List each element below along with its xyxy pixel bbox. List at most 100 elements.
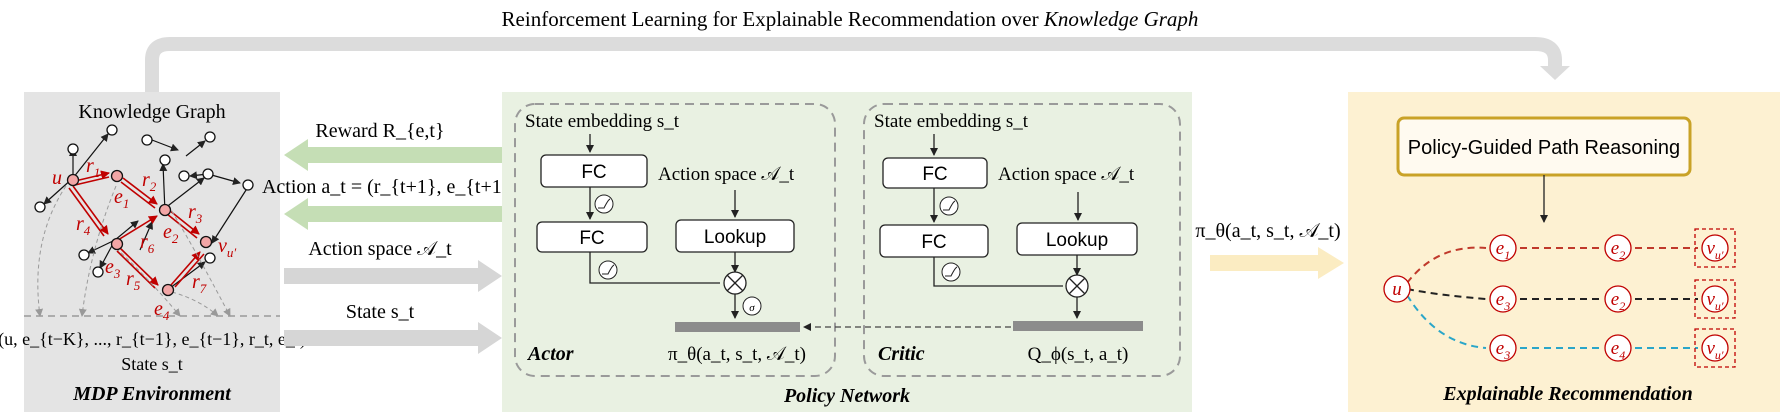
actor-lookup-label: Lookup bbox=[704, 227, 766, 248]
actor-box bbox=[514, 103, 836, 377]
critic-action-space: Action space 𝒜_t bbox=[998, 164, 1135, 185]
critic-lookup-label: Lookup bbox=[1046, 230, 1108, 251]
actor-fc1 bbox=[540, 154, 648, 188]
svg-text:e2: e2 bbox=[163, 221, 179, 246]
rec-node-a-label-1: e3 bbox=[1496, 289, 1510, 313]
svg-text:r4: r4 bbox=[76, 213, 91, 238]
kg-node-e4 bbox=[161, 283, 175, 297]
mdp-state-label: State s_t bbox=[121, 354, 183, 374]
critic-fc1-label: FC bbox=[922, 164, 947, 185]
critic-output-bar bbox=[1013, 321, 1143, 331]
rec-target-box-0 bbox=[1694, 228, 1736, 268]
rec-user-node bbox=[1383, 275, 1411, 303]
svg-text:e1: e1 bbox=[114, 186, 129, 211]
kg-reasoning-path bbox=[68, 170, 205, 289]
critic-multiply-icon bbox=[1065, 274, 1089, 298]
actor-fc2 bbox=[536, 221, 648, 253]
svg-text:r6: r6 bbox=[140, 231, 155, 256]
top-feedback-arrowhead bbox=[1540, 66, 1570, 80]
rec-target-node-1 bbox=[1701, 285, 1729, 313]
kg-title: Knowledge Graph bbox=[78, 101, 225, 123]
policy-output-label: π_θ(a_t, s_t, 𝒜_t) bbox=[1195, 220, 1340, 242]
kg-state-projections bbox=[35, 185, 231, 317]
policy-output-arrow bbox=[1210, 247, 1344, 279]
actor-fc2-label: FC bbox=[579, 228, 604, 249]
state-label: State s_t bbox=[346, 301, 415, 323]
rec-target-label-1: vu′ bbox=[1706, 289, 1723, 313]
actor-label: Actor bbox=[526, 343, 574, 365]
rec-edge-u-2 bbox=[1406, 294, 1487, 349]
rec-node-a-label-2: e3 bbox=[1496, 338, 1510, 362]
rec-edge-u-1 bbox=[1406, 288, 1487, 300]
rec-node-b-label-0: e2 bbox=[1611, 238, 1625, 262]
kg-node-e2 bbox=[158, 203, 172, 217]
top-feedback-arrow bbox=[145, 37, 1562, 92]
critic-output: Q_ϕ(s_t, a_t) bbox=[1028, 344, 1129, 365]
critic-box bbox=[863, 103, 1181, 377]
rec-target-box-2 bbox=[1694, 328, 1736, 368]
critic-state-embedding: State embedding s_t bbox=[874, 111, 1029, 132]
rec-target-label-2: vu′ bbox=[1706, 338, 1723, 362]
rec-caption: Explainable Recommendation bbox=[1442, 383, 1692, 405]
rec-target-node-0 bbox=[1701, 234, 1729, 262]
actor-fc1-label: FC bbox=[581, 162, 606, 183]
svg-text:r2: r2 bbox=[142, 169, 157, 194]
kg-labels: u e1 e2 e3 e4 vu′ r1 r2 r3 r4 r5 r6 r7 bbox=[52, 155, 236, 323]
actor-output-bar bbox=[675, 322, 800, 332]
rec-node-a-0 bbox=[1489, 234, 1517, 262]
mdp-caption: MDP Environment bbox=[72, 383, 232, 405]
rec-target-node-2 bbox=[1701, 334, 1729, 362]
svg-text:e3: e3 bbox=[105, 256, 121, 281]
actor-multiply-icon bbox=[723, 271, 747, 295]
action-space-label: Action space 𝒜_t bbox=[308, 238, 452, 260]
action-label: Action a_t = (r_{t+1}, e_{t+1}) bbox=[262, 176, 518, 198]
actor-action-space: Action space 𝒜_t bbox=[658, 164, 795, 185]
rec-user-label: u bbox=[1392, 279, 1402, 300]
rec-node-b-label-1: e2 bbox=[1611, 289, 1625, 313]
svg-text:u: u bbox=[52, 167, 62, 189]
svg-text:r1: r1 bbox=[86, 155, 100, 180]
actor-relu1-icon bbox=[594, 194, 614, 214]
kg-node-u bbox=[66, 173, 80, 187]
mdp-panel bbox=[24, 92, 280, 412]
policy-caption: Policy Network bbox=[783, 385, 910, 407]
rec-node-b-1 bbox=[1604, 285, 1632, 313]
mdp-state-tuple: (u, e_{t−K}, ..., r_{t−1}, e_{t−1}, r_t,… bbox=[0, 329, 306, 350]
actor-state-embedding: State embedding s_t bbox=[525, 111, 680, 132]
action-arrow bbox=[284, 198, 502, 230]
svg-text:vu′: vu′ bbox=[218, 235, 236, 260]
reward-label: Reward R_{e,t} bbox=[315, 120, 444, 142]
state-arrow bbox=[284, 322, 502, 354]
kg-node-e1 bbox=[110, 169, 124, 183]
actor-softmax-icon bbox=[742, 296, 762, 316]
actor-output: π_θ(a_t, s_t, 𝒜_t) bbox=[668, 344, 806, 365]
rec-target-box-1 bbox=[1694, 279, 1736, 319]
reward-arrow bbox=[284, 139, 502, 171]
kg-node-e3 bbox=[110, 237, 124, 251]
svg-text:r7: r7 bbox=[192, 271, 207, 296]
critic-fc1 bbox=[882, 157, 988, 189]
svg-text:σ: σ bbox=[749, 302, 755, 314]
rec-node-a-2 bbox=[1489, 334, 1517, 362]
diagram-title: Reinforcement Learning for Explainable R… bbox=[502, 7, 1199, 31]
rec-node-a-label-0: e1 bbox=[1496, 238, 1510, 262]
kg-nodes bbox=[34, 124, 254, 297]
rec-node-b-label-2: e4 bbox=[1611, 338, 1625, 362]
kg-node-v bbox=[199, 235, 213, 249]
rec-paths: e1 e2 vu′ e3 e2 vu′ e3 e4 vu′ u bbox=[1383, 228, 1736, 368]
svg-text:r5: r5 bbox=[126, 268, 141, 293]
critic-relu2-icon bbox=[941, 262, 961, 282]
critic-fc2-label: FC bbox=[921, 232, 946, 253]
actor-relu2-icon bbox=[598, 260, 618, 280]
critic-label: Critic bbox=[878, 343, 925, 365]
rec-node-b-2 bbox=[1604, 334, 1632, 362]
svg-text:r3: r3 bbox=[188, 201, 203, 226]
path-reasoning-label: Policy-Guided Path Reasoning bbox=[1408, 137, 1680, 159]
svg-text:e4: e4 bbox=[154, 298, 170, 323]
rec-node-a-1 bbox=[1489, 285, 1517, 313]
rec-target-label-0: vu′ bbox=[1706, 238, 1723, 262]
action-space-arrow bbox=[284, 260, 502, 292]
critic-relu1-icon bbox=[939, 196, 959, 216]
rec-node-b-0 bbox=[1604, 234, 1632, 262]
